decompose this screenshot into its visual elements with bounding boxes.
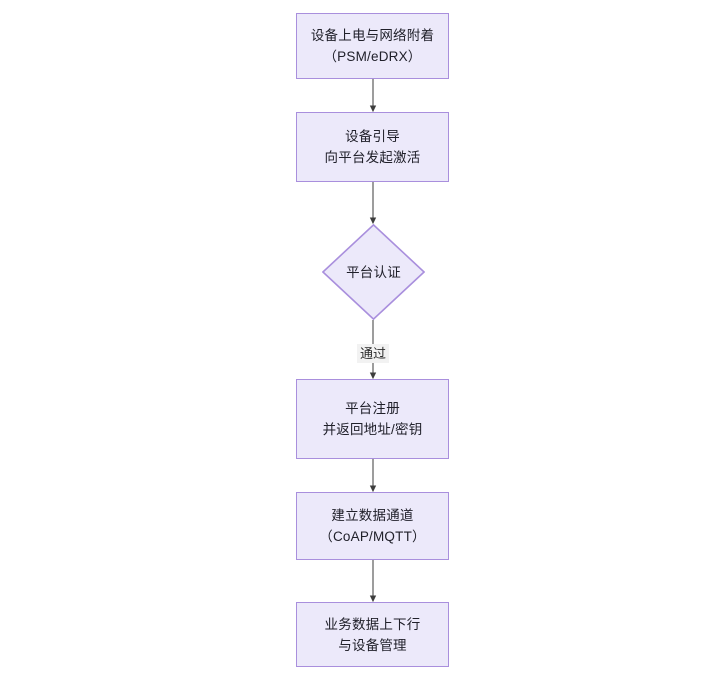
node-label-line: （PSM/eDRX） [323,49,422,64]
node-device-bootstrap[interactable]: 设备引导 向平台发起激活 [296,112,449,182]
edge-label-pass: 通过 [356,344,390,363]
diamond-icon [322,224,425,320]
node-platform-registration[interactable]: 平台注册 并返回地址/密钥 [296,379,449,459]
node-establish-data-channel[interactable]: 建立数据通道 （CoAP/MQTT） [296,492,449,560]
node-label-line: 与设备管理 [338,637,407,653]
node-label-line: （CoAP/MQTT） [319,529,426,544]
node-platform-authentication[interactable]: 平台认证 [322,224,425,320]
node-label-line: 业务数据上下行 [324,616,421,632]
node-business-data-and-device-management[interactable]: 业务数据上下行 与设备管理 [296,602,449,667]
node-label-line: 平台注册 [345,401,400,416]
node-label-line: 向平台发起激活 [324,150,421,165]
node-label-line: 设备上电与网络附着 [310,28,435,43]
node-label-line: 建立数据通道 [331,508,414,523]
node-device-power-on[interactable]: 设备上电与网络附着 （PSM/eDRX） [296,13,449,79]
node-label-line: 平台认证 [346,264,401,280]
node-label-line: 并返回地址/密钥 [322,422,423,437]
node-label-line: 设备引导 [345,129,400,144]
